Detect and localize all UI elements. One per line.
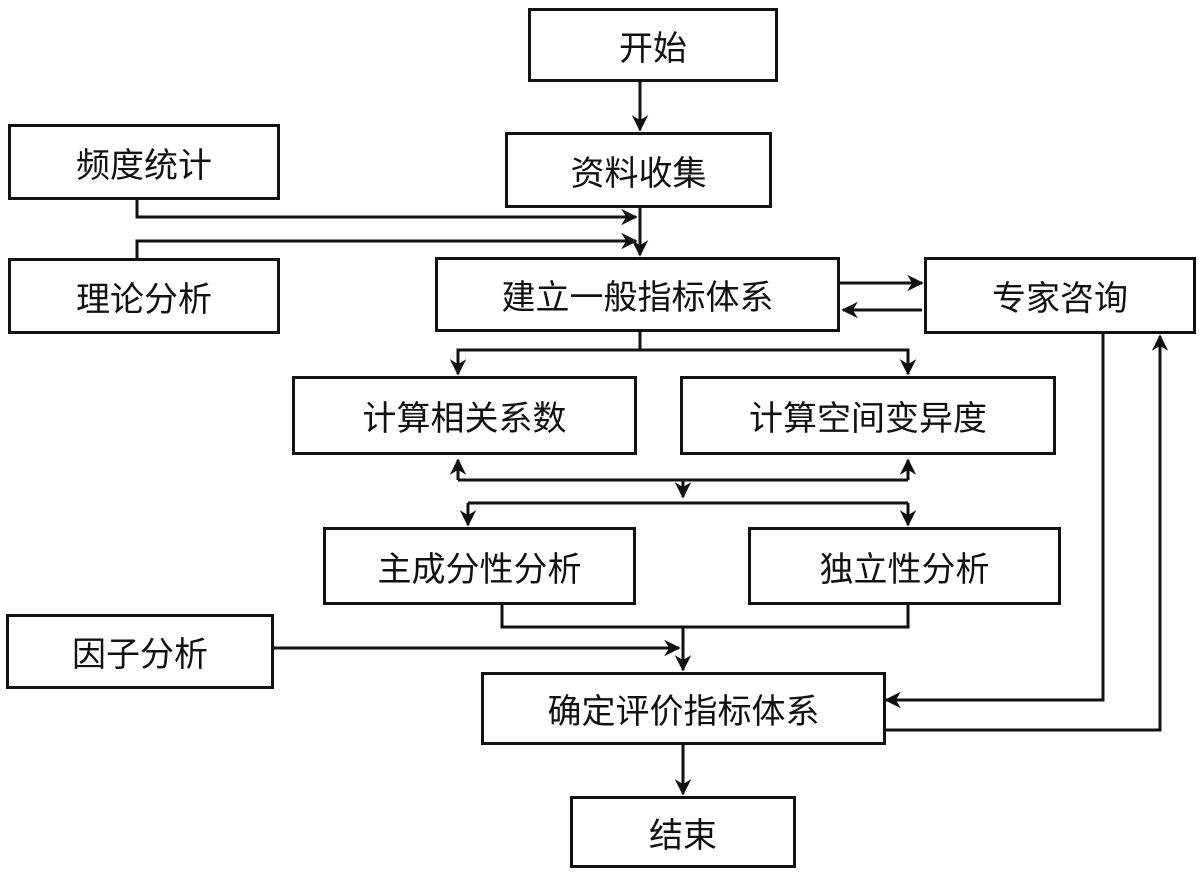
- edge-final-expert: [886, 334, 1169, 732]
- edge-build-corr: [449, 332, 642, 376]
- edge-pca-final: [500, 605, 910, 629]
- node-expert: 专家咨询: [924, 257, 1196, 334]
- node-factor: 因子分析: [6, 614, 274, 689]
- node-theory: 理论分析: [8, 258, 280, 334]
- edge-expert-final: [884, 334, 1105, 709]
- node-freq: 频度统计: [8, 124, 280, 200]
- edge-freq-build: [135, 200, 638, 226]
- edge-theory-build: [135, 232, 638, 258]
- node-build: 建立一般指标体系: [435, 257, 840, 332]
- node-collect: 资料收集: [505, 132, 772, 208]
- node-start: 开始: [528, 8, 778, 82]
- node-pca: 主成分性分析: [323, 527, 636, 605]
- edge-build-spatial: [640, 348, 917, 376]
- node-end: 结束: [570, 796, 796, 868]
- node-corr: 计算相关系数: [292, 376, 637, 455]
- node-final: 确定评价指标体系: [481, 672, 886, 745]
- node-spatial: 计算空间变异度: [680, 376, 1056, 455]
- node-indep: 独立性分析: [748, 527, 1061, 605]
